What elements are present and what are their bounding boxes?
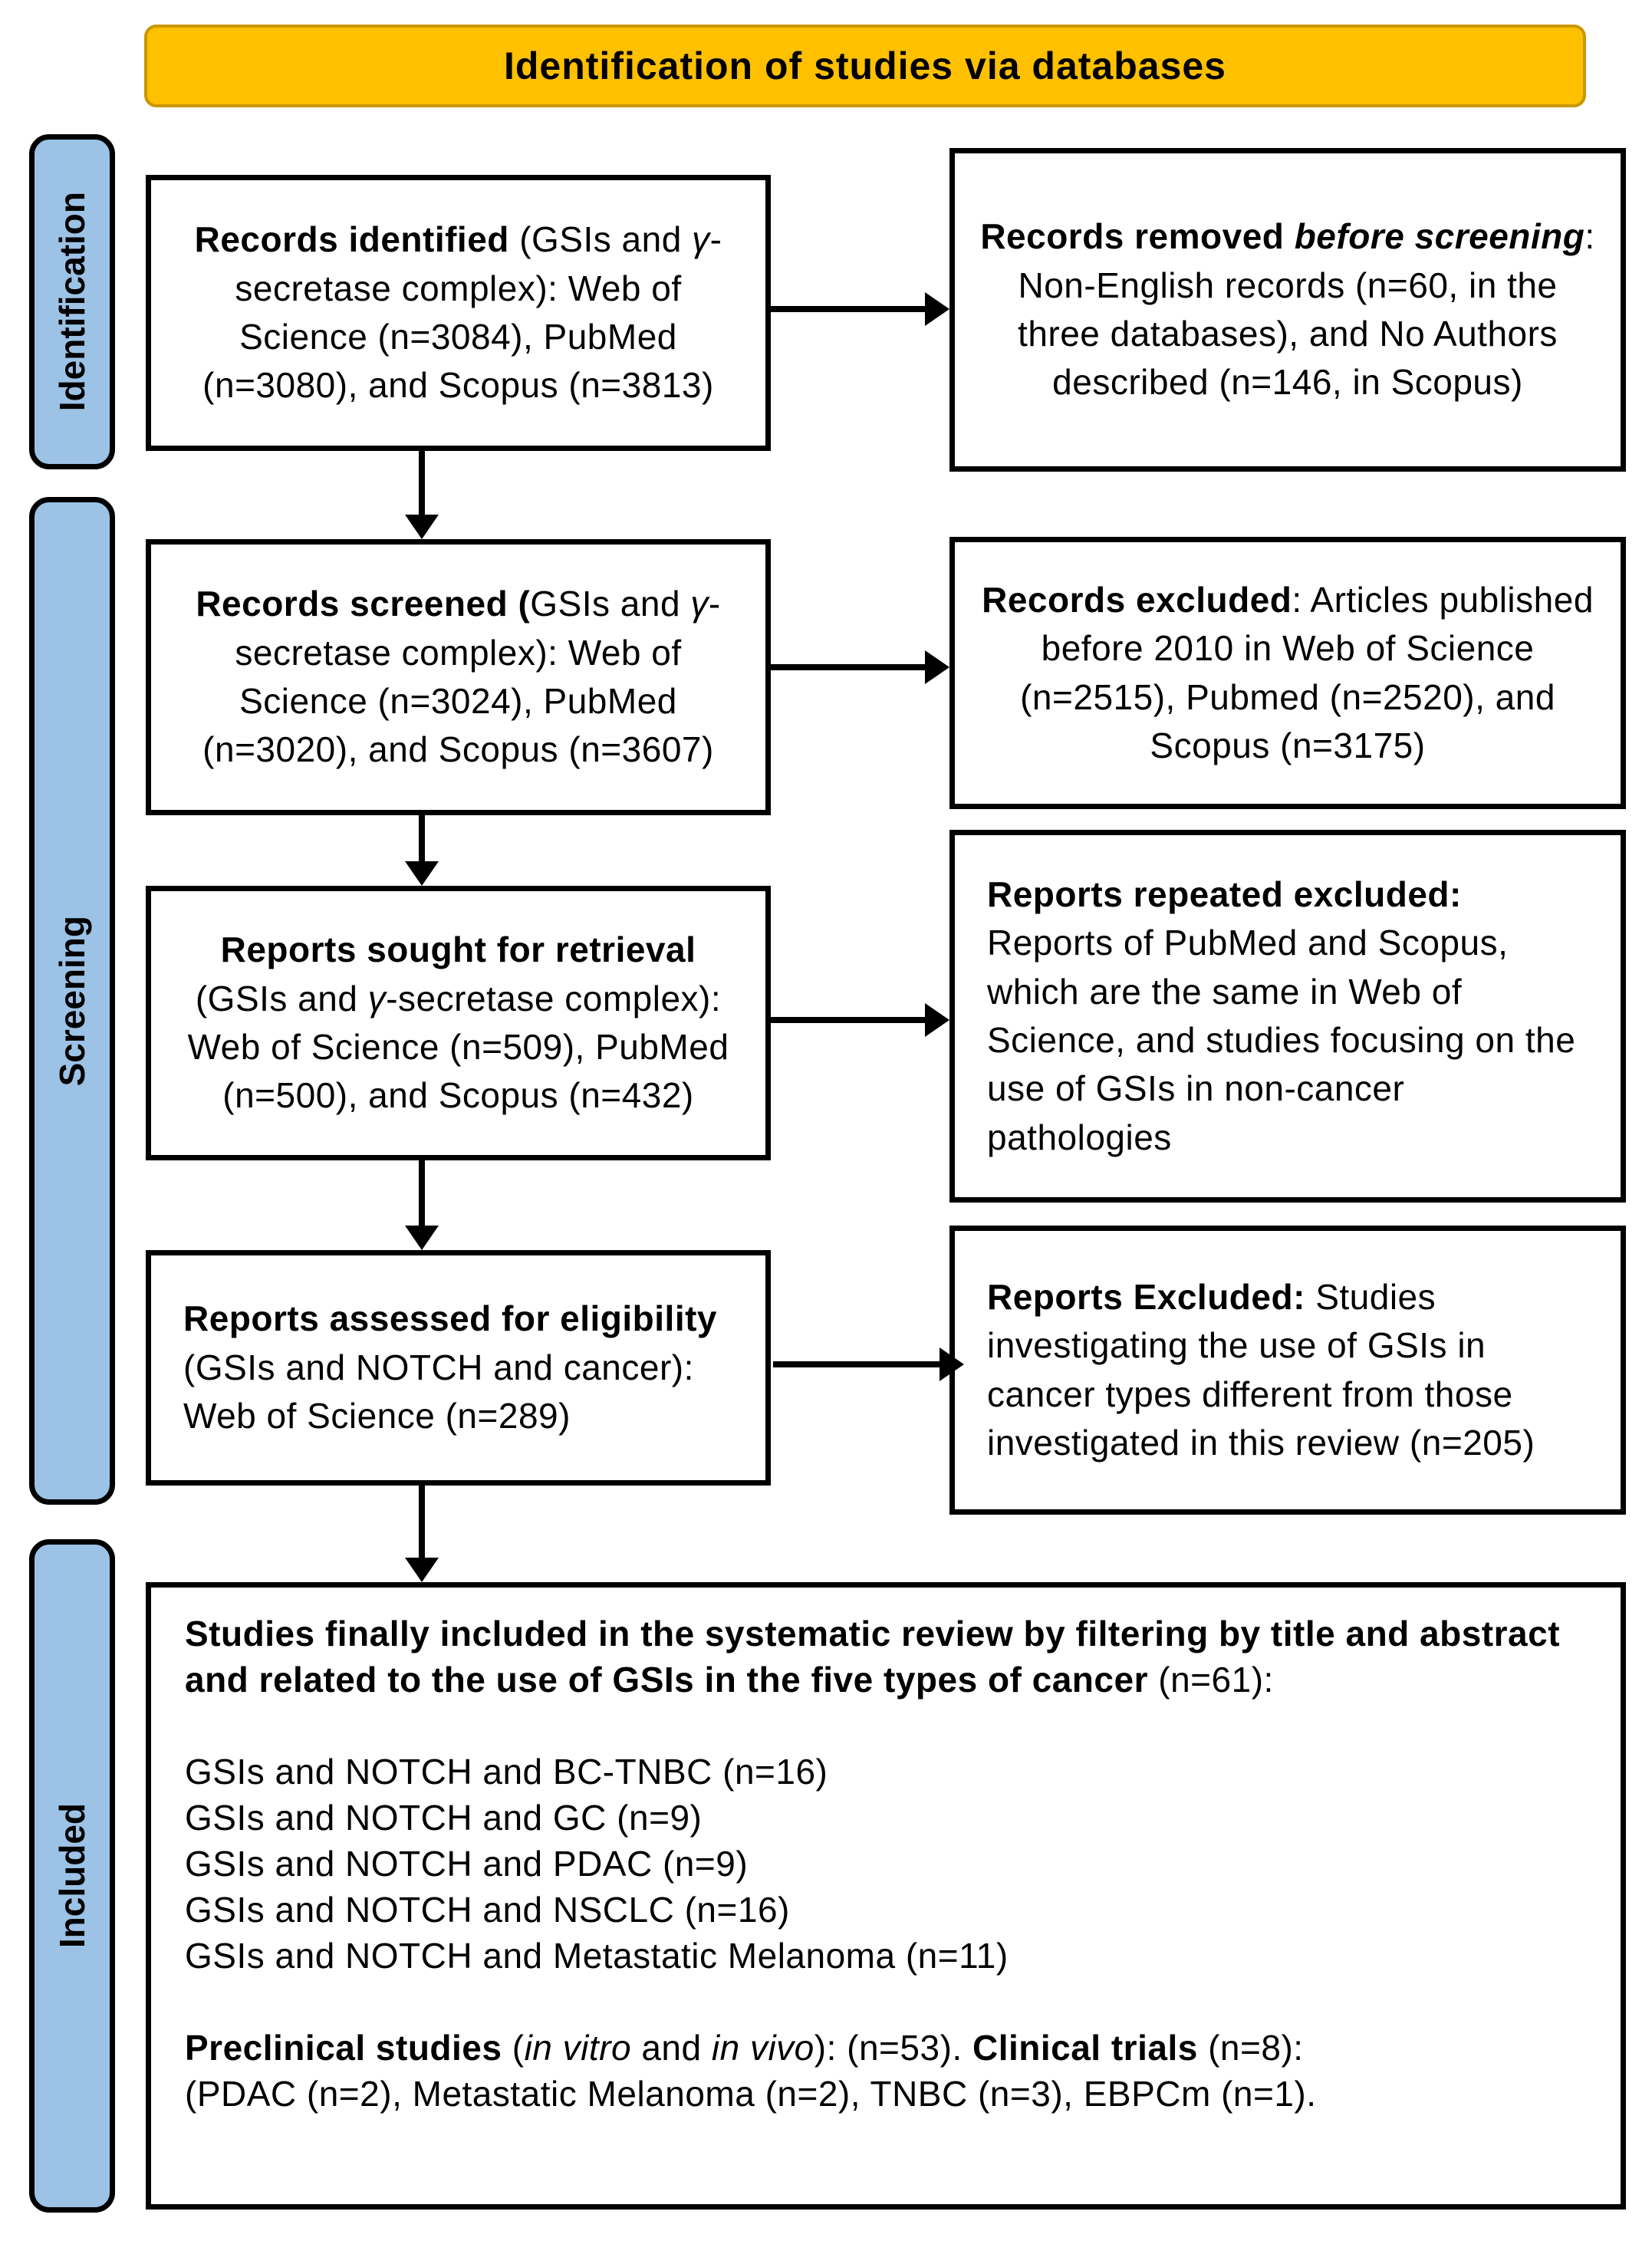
text-segment: Reports sought for retrieval [220,930,696,970]
text-segment: (GSIs and [519,219,693,260]
text-segment: Records identified [194,219,520,260]
text-segment: -secretase complex): Web of Science (n=5… [187,978,729,1116]
text-segment: Preclinical studies [185,2028,512,2068]
box-reports-assessed-text: Reports assessed for eligibility (GSIs a… [151,1287,765,1448]
banner-title: Identification of studies via databases [144,25,1586,107]
arrow-head-icon [925,1003,949,1037]
arrow-line [419,815,425,864]
arrow-line [771,664,928,670]
box-reports-excluded: Reports Excluded: Studies investigating … [949,1226,1626,1515]
text-segment: (GSIs and NOTCH and cancer): Web of Scie… [183,1347,694,1436]
included-item: GSIs and NOTCH and Metastatic Melanoma (… [185,1936,1009,1976]
stage-label-screening: Screening [52,915,92,1087]
text-segment: Studies finally included in the systemat… [185,1614,1561,1700]
box-reports-assessed: Reports assessed for eligibility (GSIs a… [146,1250,771,1486]
text-segment: Reports assessed for eligibility [183,1298,718,1339]
arrow-head-icon [925,292,949,326]
included-item: GSIs and NOTCH and PDAC (n=9) [185,1844,749,1884]
box-records-excluded: Records excluded: Articles published bef… [949,537,1626,809]
text-segment: Reports of PubMed and Scopus, which are … [987,923,1576,1157]
text-segment: γ [367,978,387,1018]
arrow-head-icon [405,861,439,886]
included-summary-items: GSIs and NOTCH and BC-TNBC (n=16) GSIs a… [185,1749,1587,1979]
arrow-down-screened-to-sought [405,815,439,886]
text-segment: Studies investigating the use of GSIs in… [987,1276,1535,1463]
text-segment: ( [512,2028,525,2068]
text-segment: in vivo [711,2028,814,2068]
included-summary-footer: Preclinical studies (in vitro and in viv… [185,2025,1587,2117]
text-segment: : Non-English records (n=60, in the thre… [1018,216,1595,403]
box-records-screened-text: Records screened (GSIs and γ-secretase c… [151,572,765,782]
included-item: GSIs and NOTCH and BC-TNBC (n=16) [185,1752,828,1792]
text-segment: ): (n=53). [814,2028,972,2068]
text-segment: -secretase complex): Web of Science (n=3… [202,584,721,770]
included-item: GSIs and NOTCH and GC (n=9) [185,1798,703,1838]
text-segment: GSIs and [530,584,691,624]
box-records-identified: Records identified (GSIs and γ-secretase… [146,175,771,451]
stage-bar-included: Included [29,1539,115,2213]
text-segment: Clinical trials [972,2028,1198,2068]
box-records-excluded-text: Records excluded: Articles published bef… [955,568,1621,778]
text-segment: -secretase complex): Web of Science (n=3… [202,219,722,406]
arrow-head-icon [925,650,949,684]
arrow-down-assessed-to-included [405,1486,439,1582]
text-segment: Reports repeated excluded: [987,874,1462,914]
banner-title-text: Identification of studies via databases [503,44,1226,87]
arrow-right-assessed-to-excluded [773,1347,964,1381]
box-reports-sought: Reports sought for retrieval (GSIs and γ… [146,886,771,1160]
arrow-line [773,1361,943,1367]
arrow-down-sought-to-assessed [405,1160,439,1250]
text-segment: : Articles published before 2010 in Web … [1020,579,1594,765]
arrow-right-identified-to-removed [771,292,949,326]
included-summary-heading: Studies finally included in the systemat… [185,1611,1587,1703]
box-records-removed-text: Records removed before screening: Non-En… [955,205,1621,415]
box-reports-excluded-text: Reports Excluded: Studies investigating … [955,1265,1621,1476]
box-included-summary: Studies finally included in the systemat… [146,1582,1626,2210]
box-records-screened: Records screened (GSIs and γ-secretase c… [146,539,771,815]
arrow-head-icon [405,515,439,539]
text-segment: γ [690,584,709,624]
text-segment: (GSIs and [195,978,368,1018]
arrow-line [419,1160,425,1229]
arrow-head-icon [940,1347,964,1381]
text-segment: Records screened ( [196,584,531,624]
text-segment: and [631,2028,712,2068]
stage-bar-screening: Screening [29,497,115,1505]
text-segment: before screening [1294,216,1585,257]
box-reports-repeated-excluded: Reports repeated excluded: Reports of Pu… [949,830,1626,1203]
text-segment: Records removed [980,216,1295,257]
box-records-removed: Records removed before screening: Non-En… [949,148,1626,472]
stage-label-included: Included [52,1803,92,1949]
text-segment: in vitro [524,2028,632,2068]
arrow-right-sought-to-repeated [771,1003,949,1037]
arrow-head-icon [405,1558,439,1582]
arrow-right-screened-to-excluded [771,650,949,684]
box-records-identified-text: Records identified (GSIs and γ-secretase… [151,208,765,418]
box-reports-sought-text: Reports sought for retrieval (GSIs and γ… [151,918,765,1128]
text-segment: Reports Excluded: [987,1276,1316,1317]
arrow-line [419,1486,425,1561]
arrow-down-identified-to-screened [405,451,439,539]
arrow-line [771,1017,928,1023]
stage-bar-identification: Identification [29,134,115,469]
text-segment: (n=8): (PDAC (n=2), Metastatic Melanoma … [185,2028,1317,2114]
text-segment: (n=61): [1158,1660,1274,1700]
arrow-line [771,306,928,312]
text-segment: γ [692,219,710,260]
text-segment: Records excluded [982,579,1292,620]
arrow-line [419,451,425,518]
stage-label-identification: Identification [52,192,92,412]
box-reports-repeated-excluded-text: Reports repeated excluded: Reports of Pu… [955,863,1621,1170]
included-item: GSIs and NOTCH and NSCLC (n=16) [185,1890,790,1930]
arrow-head-icon [405,1226,439,1250]
